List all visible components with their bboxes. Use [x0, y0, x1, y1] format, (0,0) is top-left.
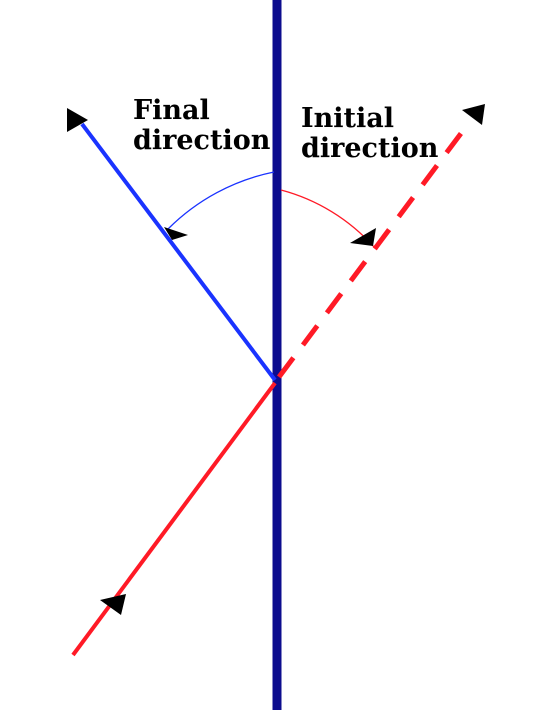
final-arc-arrowhead-icon	[164, 227, 188, 240]
final-direction-ray	[80, 122, 277, 382]
final-direction-label-line-2: direction	[133, 125, 271, 156]
incident-arrowhead-icon	[100, 594, 126, 615]
initial-direction-label-line-1: Initial	[301, 103, 394, 134]
final-direction-arrowhead-icon	[67, 108, 88, 132]
initial-direction-arrowhead-icon	[462, 104, 485, 125]
incident-ray	[71, 381, 277, 657]
final-direction-label: Final direction	[133, 96, 270, 156]
final-angle-arc	[167, 171, 275, 230]
initial-direction-label: Initial direction	[301, 104, 438, 164]
initial-direction-label-line-2: direction	[301, 133, 439, 164]
final-direction-label-line-1: Final	[133, 95, 210, 126]
initial-arc-arrowhead-icon	[350, 228, 376, 246]
initial-direction-dashed-ray	[276, 122, 471, 379]
